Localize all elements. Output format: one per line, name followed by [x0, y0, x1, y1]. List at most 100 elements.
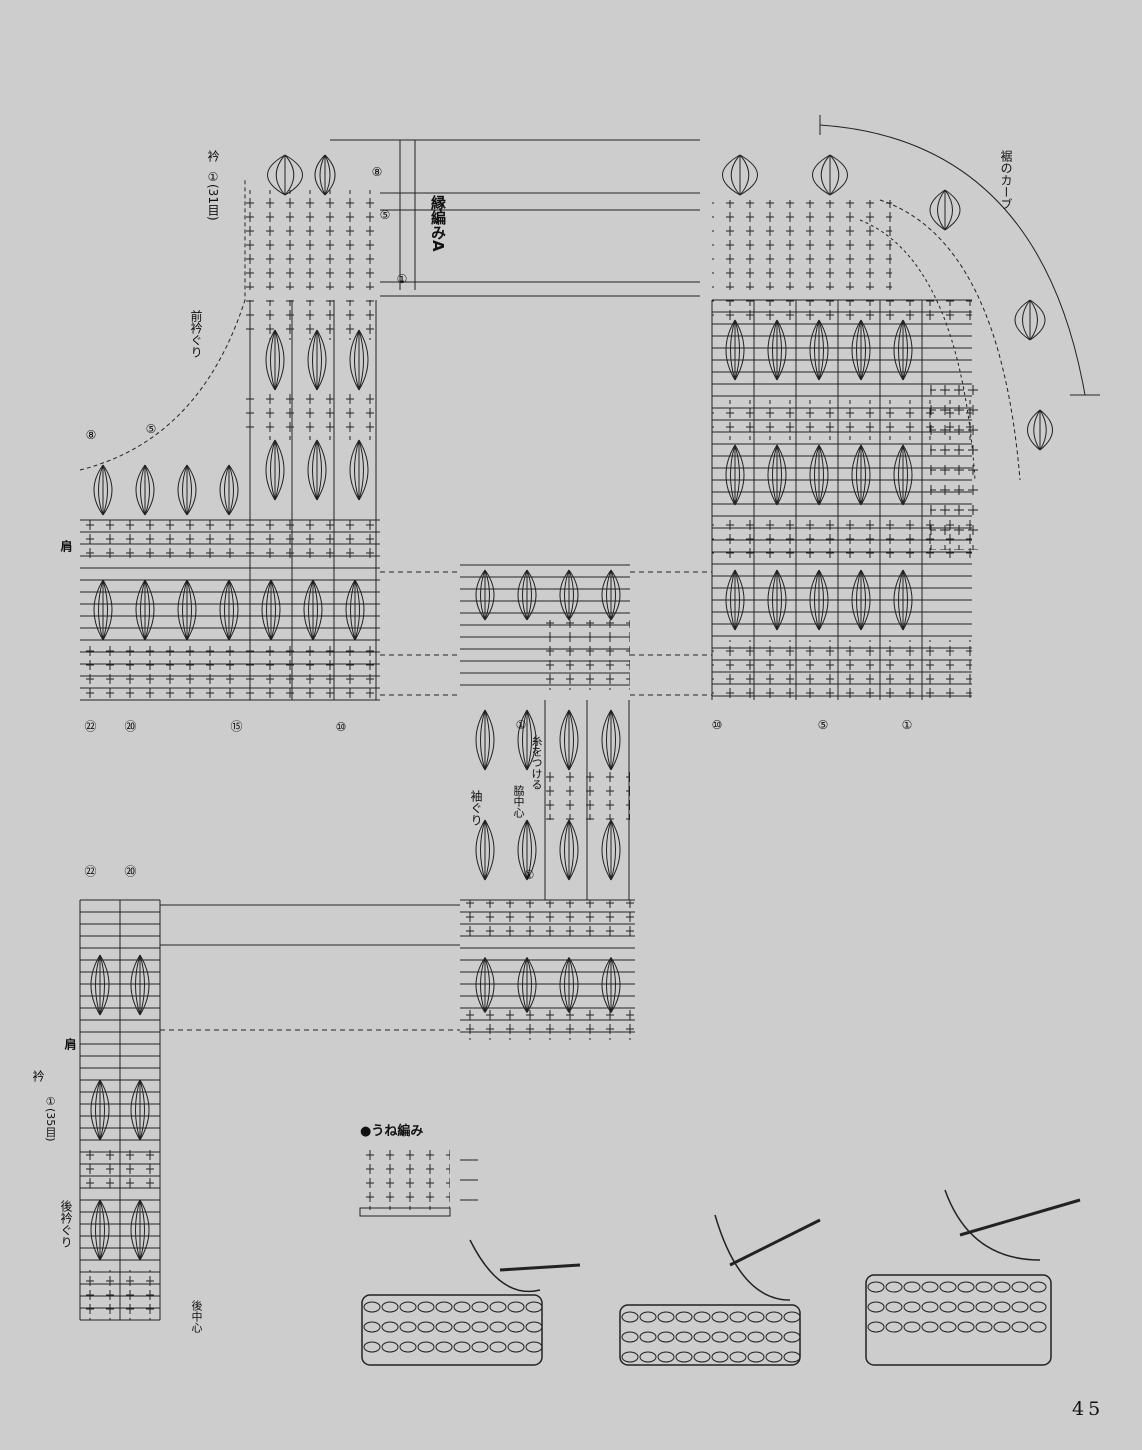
- shell-petal: [564, 819, 570, 881]
- illustration-loop: [711, 1311, 729, 1323]
- shell-petal: [135, 464, 146, 516]
- shell-petal: [776, 319, 787, 381]
- shell-petal: [902, 569, 908, 631]
- illustration-loop: [1029, 1321, 1047, 1333]
- shell-petal: [90, 954, 101, 1016]
- illustration-loop: [747, 1351, 765, 1363]
- illustration-yarn: [469, 1239, 541, 1293]
- shell-petal: [95, 1079, 101, 1141]
- front-right-mid-b: [712, 520, 972, 560]
- shell-petal: [1014, 299, 1031, 341]
- shell-petal: [99, 1199, 110, 1261]
- shell-stitch: [90, 1079, 110, 1141]
- shell-petal: [564, 957, 570, 1013]
- shell-petal: [312, 439, 318, 501]
- illustration-loop: [1029, 1301, 1047, 1313]
- shell-petal: [734, 319, 745, 381]
- illustration-loop: [417, 1341, 435, 1353]
- shell-stitch: [929, 189, 961, 231]
- shell-petal: [610, 569, 616, 621]
- shell-petal: [314, 154, 326, 196]
- shell-stitch: [475, 819, 495, 881]
- shell-petal: [99, 954, 110, 1016]
- collar-top-label: 衿: [206, 150, 220, 162]
- shell-petal: [135, 1079, 141, 1141]
- shell-petal: [312, 579, 318, 641]
- shell-petal: [95, 954, 101, 1016]
- illustration-loop: [639, 1351, 657, 1363]
- shell-petal: [90, 1079, 101, 1141]
- illustration-loop: [867, 1301, 885, 1313]
- shell-stitch: [851, 319, 871, 381]
- row-marker-8: ⑧: [370, 165, 384, 179]
- side-bottom-stitches: [460, 900, 635, 940]
- shell-petal: [522, 569, 528, 621]
- shell-petal: [526, 569, 532, 621]
- shell-petal: [776, 444, 787, 506]
- collar-back-row-label: ①(35目): [44, 1095, 57, 1142]
- shell-petal: [860, 444, 866, 506]
- illustration-loop: [885, 1281, 903, 1293]
- shell-stitch: [314, 154, 336, 196]
- illustration-loop: [993, 1321, 1011, 1333]
- back-center-label: 後中心: [190, 1300, 203, 1333]
- shell-petal: [1033, 409, 1041, 451]
- shell-petal: [517, 569, 528, 621]
- shell-petal: [818, 569, 824, 631]
- shell-petal: [610, 569, 621, 621]
- shell-petal: [818, 319, 829, 381]
- shell-stitch: [517, 709, 537, 771]
- shell-petal: [730, 319, 736, 381]
- illustration-loop: [729, 1351, 747, 1363]
- shell-petal: [610, 709, 616, 771]
- shell-petal: [814, 319, 820, 381]
- shell-stitch: [725, 444, 745, 506]
- shell-stitch: [219, 464, 239, 516]
- shell-petal: [140, 464, 146, 516]
- attach-yarn-label: 糸をつける: [530, 735, 543, 790]
- row-marker-22: ㉒: [83, 720, 97, 732]
- shell-petal: [228, 464, 234, 516]
- shell-stitch: [303, 579, 323, 641]
- shell-stitch: [767, 444, 787, 506]
- illustration-loop: [729, 1311, 747, 1323]
- illustration-loop: [993, 1301, 1011, 1313]
- illustration-loop: [675, 1331, 693, 1343]
- shell-petal: [601, 569, 612, 621]
- illustration-loop: [783, 1351, 801, 1363]
- shell-petal: [140, 579, 146, 641]
- shell-petal: [902, 444, 908, 506]
- shell-petal: [776, 569, 782, 631]
- illustration-loop: [975, 1321, 993, 1333]
- shell-stitch: [307, 439, 327, 501]
- shell-petal: [606, 569, 612, 621]
- shell-petal: [568, 819, 574, 881]
- illustration-loop: [903, 1281, 921, 1293]
- shell-stitch: [135, 579, 155, 641]
- shell-petal: [349, 439, 360, 501]
- shell-petal: [135, 1199, 141, 1261]
- shell-petal: [1022, 299, 1031, 341]
- shell-petal: [526, 819, 537, 881]
- shell-petal: [475, 709, 486, 771]
- illustration-loop: [1011, 1321, 1029, 1333]
- shell-petal: [851, 319, 862, 381]
- shell-petal: [860, 569, 866, 631]
- illustration-loop: [765, 1311, 783, 1323]
- shell-petal: [526, 957, 532, 1013]
- shell-petal: [818, 569, 829, 631]
- shell-stitch: [517, 819, 537, 881]
- edging-a-left: [240, 190, 380, 290]
- illustration-loop: [453, 1321, 471, 1333]
- shell-petal: [767, 444, 778, 506]
- shell-petal: [526, 819, 532, 881]
- shell-petal: [139, 954, 145, 1016]
- shell-petal: [860, 319, 866, 381]
- row-marker-15: ⑮: [229, 720, 243, 732]
- shell-petal: [480, 819, 486, 881]
- row-marker-5r: ⑤: [816, 718, 830, 732]
- shell-petal: [772, 319, 778, 381]
- shell-stitch: [767, 569, 787, 631]
- shell-stitch: [601, 569, 621, 621]
- shell-stitch: [722, 154, 758, 196]
